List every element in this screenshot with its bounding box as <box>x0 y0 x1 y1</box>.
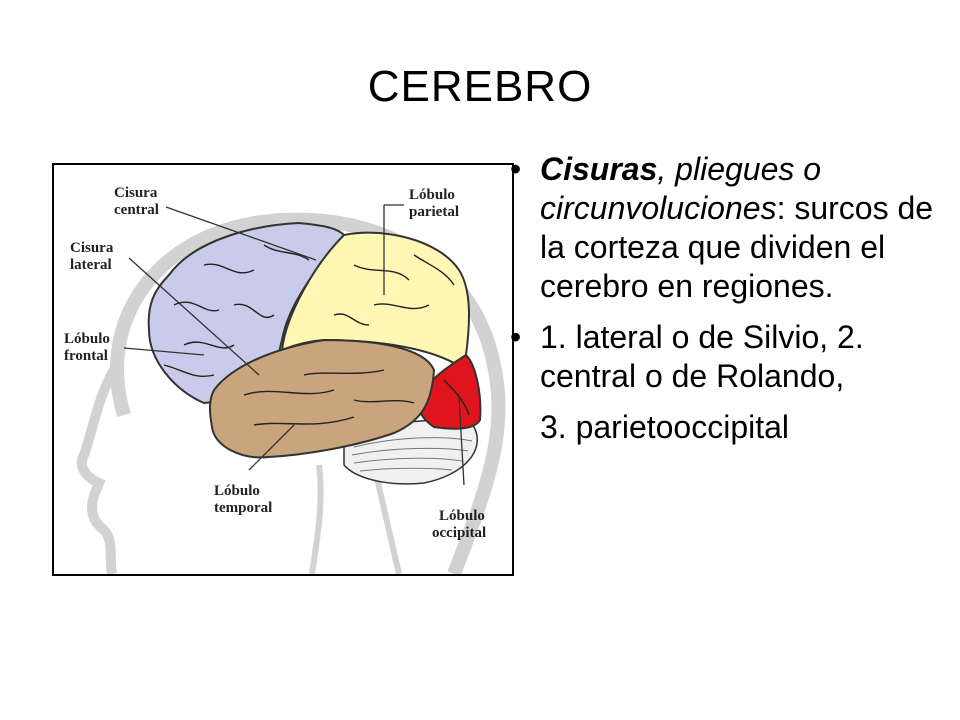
term-pliegues: , pliegues o circunvoluciones <box>540 151 822 227</box>
types-text: 1. lateral o de Silvio, 2. central o de … <box>540 319 864 395</box>
brain-diagram: Cisura central Cisura lateral Lóbulo fro… <box>52 163 514 576</box>
label-lobulo-temporal-1: Lóbulo <box>214 483 260 499</box>
brain-diagram-svg: Cisura central Cisura lateral Lóbulo fro… <box>64 185 506 574</box>
leader-lines <box>123 204 465 486</box>
continuation-line: 3. parietooccipital <box>510 408 940 447</box>
label-lobulo-parietal-2: parietal <box>409 204 459 220</box>
label-lobulo-occipital-1: Lóbulo <box>439 508 485 524</box>
definition-text: : surcos de la corteza que dividen el ce… <box>540 190 934 305</box>
bullet-dot: • <box>510 319 522 356</box>
bullet-item-cisuras: • Cisuras, pliegues o circunvoluciones: … <box>510 150 940 306</box>
cerebellum-folds <box>351 437 473 472</box>
label-lobulo-frontal-1: Lóbulo <box>64 331 110 347</box>
label-cisura-central-2: central <box>114 202 159 218</box>
label-cisura-lateral-1: Cisura <box>70 240 114 256</box>
bullet-dot: • <box>510 151 522 187</box>
label-cisura-lateral-2: lateral <box>70 257 112 273</box>
temporal-lobe-region <box>208 338 436 459</box>
label-cisura-central-1: Cisura <box>114 185 158 201</box>
label-lobulo-parietal-1: Lóbulo <box>409 187 455 203</box>
bullet-list: • Cisuras, pliegues o circunvoluciones: … <box>510 150 940 447</box>
label-lobulo-frontal-2: frontal <box>64 348 108 364</box>
label-lobulo-occipital-2: occipital <box>432 525 486 541</box>
bullet-item-types: • 1. lateral o de Silvio, 2. central o d… <box>510 318 940 396</box>
parietooccipital-text: 3. parietooccipital <box>540 409 790 446</box>
label-lobulo-temporal-2: temporal <box>214 500 272 516</box>
parietal-lobe-region <box>280 231 471 365</box>
term-cisuras: Cisuras <box>540 151 658 187</box>
face-profile <box>76 367 119 574</box>
slide-title: CEREBRO <box>367 62 593 111</box>
